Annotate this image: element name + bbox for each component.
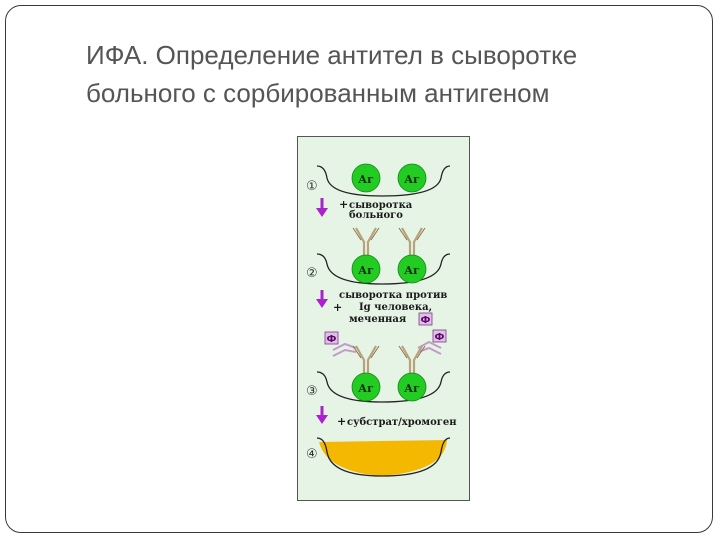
antigen-label: Аг — [404, 382, 420, 395]
antigen-2b: Аг — [397, 254, 427, 284]
anti-ig-line-3: меченная — [349, 314, 407, 325]
tag-label: Ф — [327, 334, 337, 345]
antigen-1a: Аг — [351, 163, 381, 193]
anti-ig-plus: + — [333, 301, 342, 314]
serum-line-2: больного — [349, 210, 403, 221]
arrow-down-icon — [316, 406, 328, 424]
colored-product — [319, 440, 447, 476]
antibody-serum-3a — [352, 345, 380, 374]
tag-label: Ф — [421, 315, 431, 326]
antigen-3b: Аг — [397, 372, 427, 402]
slide-title: ИФА. Определение антител в сыворотке бол… — [86, 36, 686, 112]
serum-line-1: сыворотка — [349, 200, 413, 211]
antigen-1b: Аг — [397, 163, 427, 193]
anti-ig-line-1: сыворотка против — [339, 290, 447, 301]
antigen-2a: Аг — [351, 254, 381, 284]
serum-plus: + — [339, 198, 348, 211]
enzyme-tag-legend: Ф — [418, 312, 433, 326]
title-line-2: больного с сорбированным антигеном — [86, 78, 550, 108]
arrow-down-icon — [316, 198, 328, 217]
tag-label: Ф — [435, 332, 445, 343]
antigen-label: Аг — [404, 264, 420, 277]
step-3-number: ③ — [306, 384, 318, 399]
enzyme-tag-3a: Ф — [324, 331, 339, 345]
antibody-serum-2a — [352, 227, 380, 256]
elisa-diagram: ① Аг Аг + сыворотка больного ② — [297, 136, 470, 501]
well-4 — [316, 437, 451, 477]
step-1-number: ① — [306, 179, 318, 194]
antibody-serum-3b — [398, 345, 426, 374]
well-1 — [316, 165, 451, 197]
antibody-labeled-3a — [332, 342, 357, 357]
antigen-label: Аг — [358, 264, 374, 277]
arrow-down-icon — [316, 290, 328, 308]
step-2-number: ② — [306, 266, 318, 281]
well-2 — [316, 253, 451, 285]
antigen-label: Аг — [358, 173, 374, 186]
substrate-text: субстрат/хромоген — [347, 417, 457, 428]
title-line-1: ИФА. Определение антител в сыворотке — [86, 40, 578, 70]
step-4-number: ④ — [306, 447, 318, 462]
diagram-panel — [297, 136, 470, 501]
antigen-3a: Аг — [351, 372, 381, 402]
well-3 — [316, 371, 451, 403]
antigen-label: Аг — [404, 173, 420, 186]
elisa-diagram-svg: ① Аг Аг + сыворотка больного ② — [297, 136, 470, 501]
enzyme-tag-3b: Ф — [432, 329, 447, 343]
anti-ig-line-2: Ig человека, — [359, 302, 432, 313]
substrate-plus: + — [337, 415, 346, 428]
antigen-label: Аг — [358, 382, 374, 395]
antibody-serum-2b — [398, 227, 426, 256]
